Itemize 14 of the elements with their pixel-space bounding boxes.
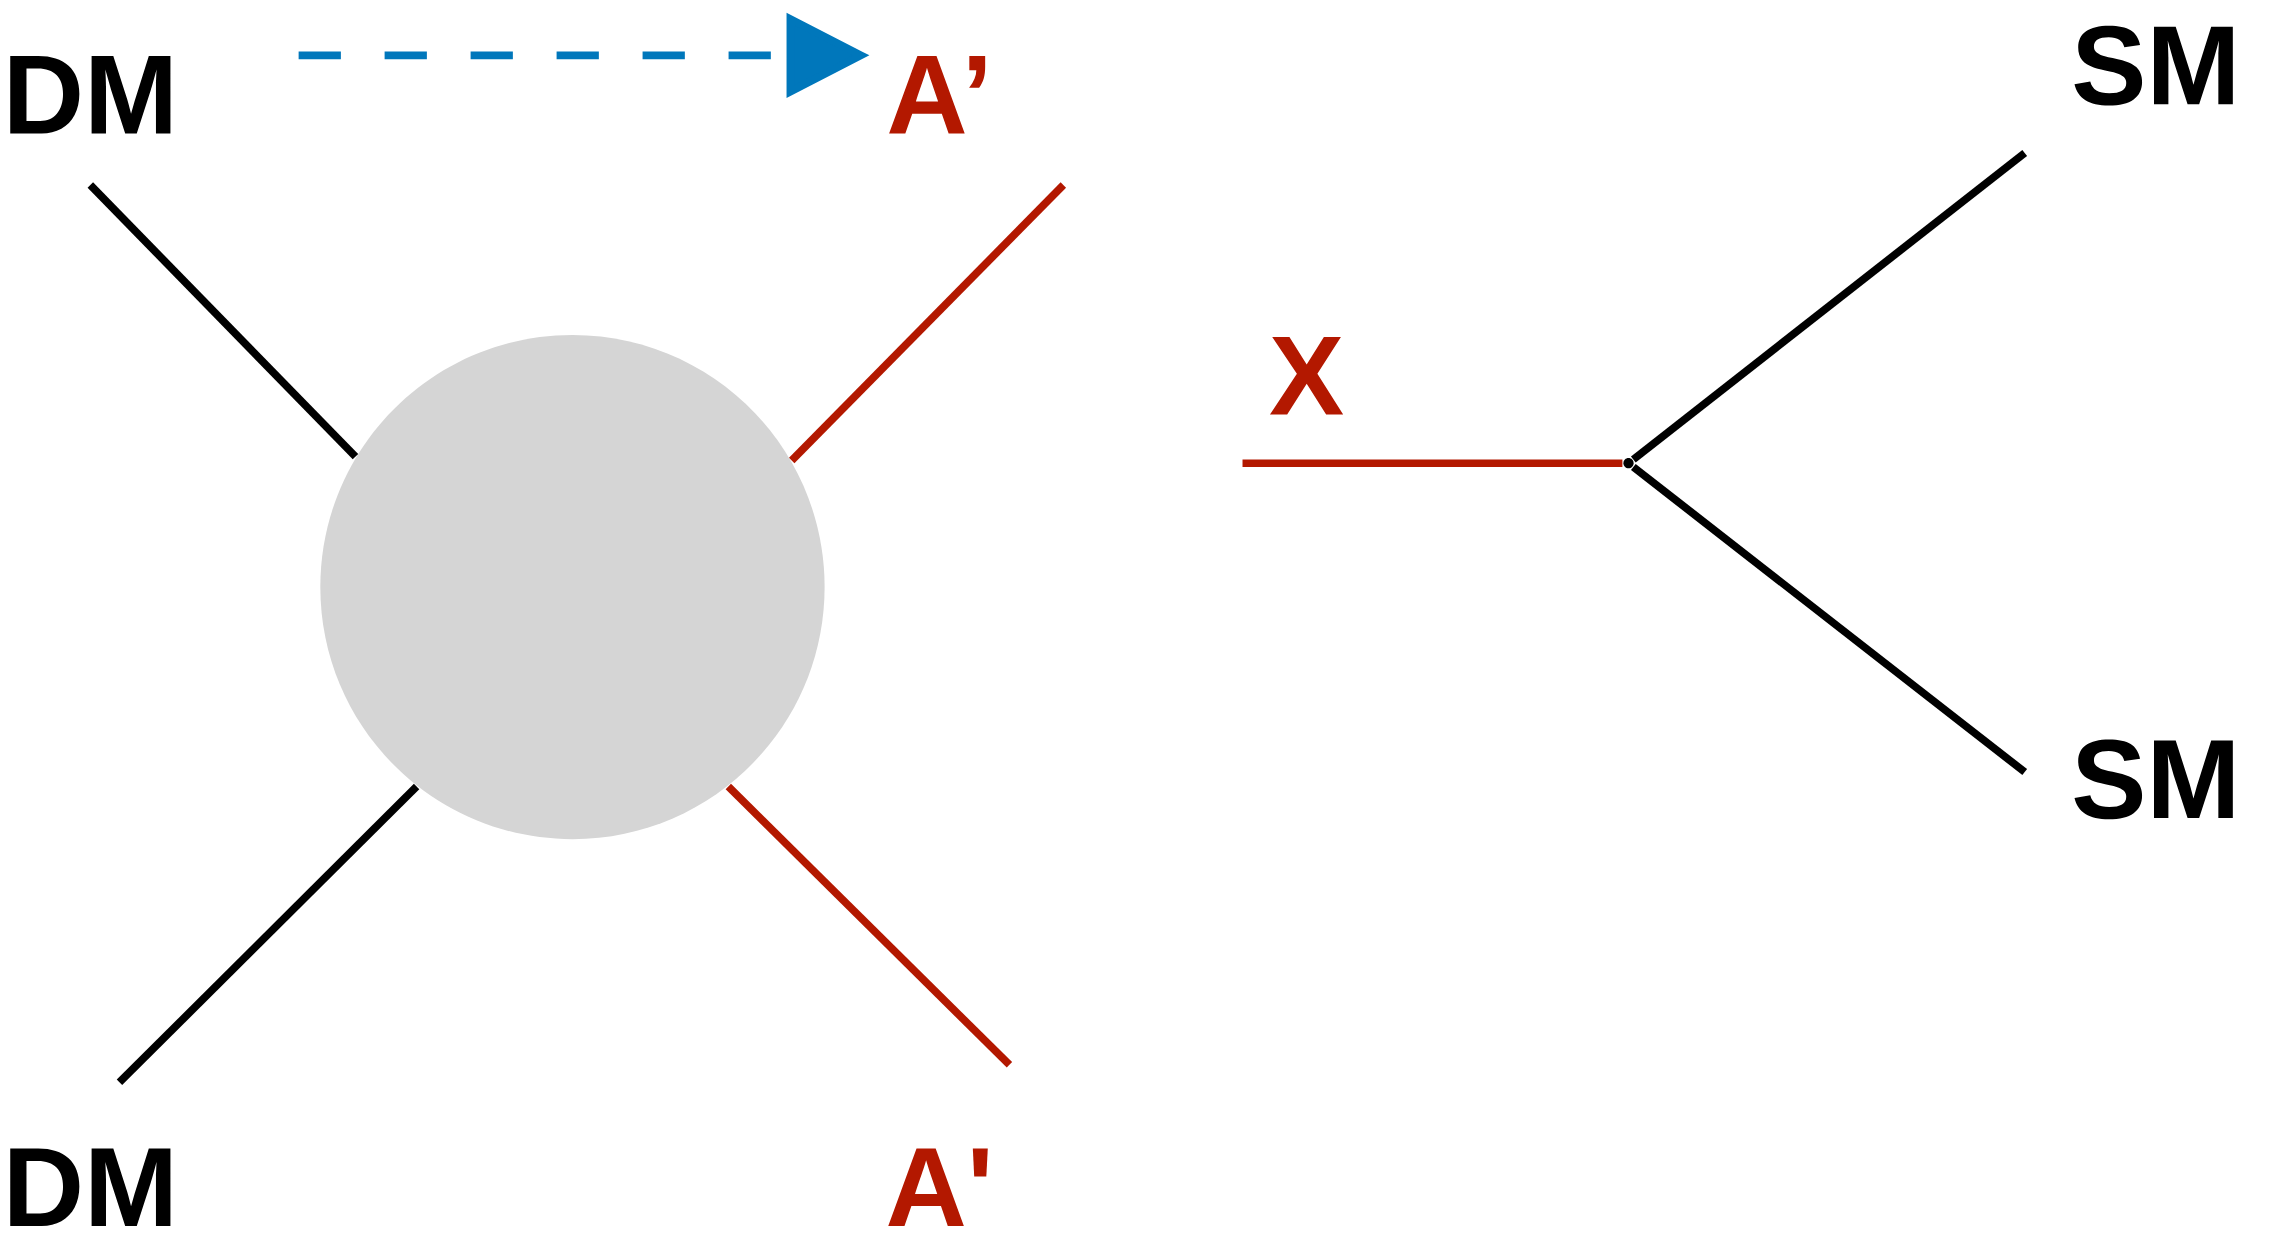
particle-label: DM — [10, 1148, 171, 1227]
particle-label: SM — [2074, 739, 2233, 820]
propagator-line — [1630, 150, 2028, 463]
blob-circle — [320, 335, 825, 840]
propagator-line — [116, 783, 420, 1086]
edge-label: X — [1258, 326, 1355, 425]
particle-label: SM — [2074, 25, 2233, 106]
propagator-line — [788, 182, 1067, 464]
particle-label: DM — [10, 56, 171, 134]
propagator-line — [87, 182, 359, 460]
particle-label: A’ — [889, 56, 986, 134]
propagator-line — [725, 783, 1013, 1068]
particle-label: A' — [888, 1148, 988, 1227]
propagator-line — [1630, 464, 2028, 776]
